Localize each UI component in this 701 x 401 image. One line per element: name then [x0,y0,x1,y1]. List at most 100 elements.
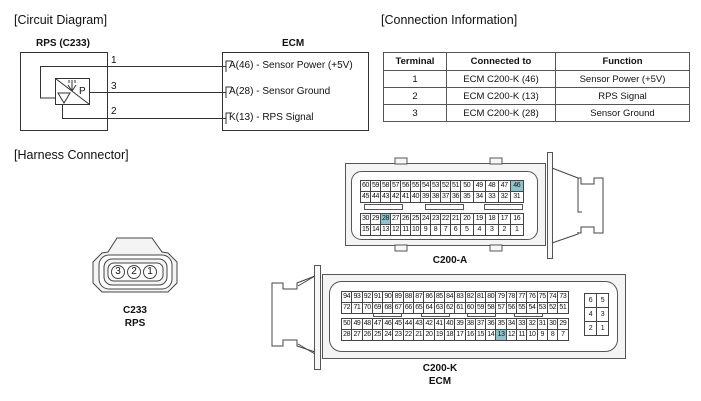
connector-pin: 73 [558,292,569,303]
connector-pin: 39 [455,319,466,330]
wire-pin-label: 2 [111,106,117,117]
connection-info-title: [Connection Information] [381,13,518,27]
connector-pin: 4 [473,225,486,236]
connector-pin: 5 [597,294,609,308]
connector-pin: 27 [391,214,401,225]
ecm-component-label: ECM [282,38,305,49]
connector-pin: 83 [455,292,466,303]
connector-pin: 59 [475,303,487,314]
connector-pin: 31 [511,192,524,203]
connector-pin: 9 [421,225,431,236]
connector-pin: 42 [391,192,401,203]
connector-pin: 13 [496,330,507,341]
connector-pin: 12 [506,330,518,341]
connector-pin: 40 [411,192,421,203]
connector-pin: 8 [431,225,441,236]
c233-pin-label: 3 [115,266,121,277]
connector-pin: 21 [414,330,425,341]
connector-pin: 16 [465,330,476,341]
connector-pin: 44 [403,319,415,330]
connector-pin: 49 [473,181,486,192]
table-row: 1 ECM C200-K (46) Sensor Power (+5V) [383,70,690,88]
connector-pin: 9 [537,330,548,341]
c233-pin-label: 2 [131,266,137,277]
connector-pin: 58 [381,181,391,192]
c233-label: C233 [123,305,147,316]
connector-pin: 23 [393,330,404,341]
ecm-terminal-label: K(13) - RPS Signal [229,112,314,123]
connector-pin: 26 [401,214,411,225]
connector-pin: 82 [465,292,476,303]
connector-pin: 43 [414,319,425,330]
connector-pin: 48 [362,319,373,330]
connector-pin: 38 [465,319,476,330]
connector-pin: 85 [434,292,445,303]
connector-pin: 28 [342,330,353,341]
c233-pin-2 [127,265,141,279]
connector-pin: 51 [558,303,569,314]
sensor-symbol [55,78,90,105]
connector-pin: 35 [496,319,507,330]
connector-pin: 60 [465,303,476,314]
connector-pin: 44 [371,192,381,203]
connector-pin: 91 [372,292,384,303]
wire-pin-label: 3 [111,81,117,92]
connector-pin: 7 [441,225,451,236]
connector-pin: 17 [455,330,466,341]
connector-pin: 32 [527,319,538,330]
connector-pin: 55 [411,181,421,192]
connector-pin: 34 [473,192,486,203]
connection-table: Terminal Connected to Function 1 ECM C20… [383,52,690,122]
connector-pin: 78 [506,292,518,303]
connector-pin: 37 [475,319,487,330]
circuit-diagram-title: [Circuit Diagram] [14,13,108,27]
sensor-p-label: P [79,86,86,97]
connector-pin: 50 [461,181,474,192]
rps-component-label: RPS (C233) [36,38,90,49]
table-row: 3 ECM C200-K (28) Sensor Ground [383,104,690,122]
connector-pin: 2 [585,322,597,336]
connector-pin: 1 [597,322,609,336]
connector-pin: 69 [372,303,384,314]
connector-pin: 46 [383,319,394,330]
c233-pin-3 [111,265,125,279]
connector-pin: 14 [486,330,497,341]
connector-pin: 77 [517,292,528,303]
connector-pin: 60 [361,181,371,192]
c200k-sublabel: ECM [428,376,452,387]
connector-pin: 70 [362,303,373,314]
connector-pin: 7 [558,330,569,341]
connector-pin: 93 [352,292,363,303]
c200k-label: C200-K [422,363,458,374]
connector-pin: 20 [461,214,474,225]
connector-pin: 47 [498,181,511,192]
connector-pin: 56 [506,303,518,314]
connector-pin: 42 [424,319,435,330]
connector-pin: 35 [461,192,474,203]
connector-pin: 1 [511,225,524,236]
connector-pin: 67 [393,303,404,314]
connector-pin: 25 [372,330,384,341]
connector-pin: 39 [421,192,431,203]
connector-pin: 24 [383,330,394,341]
connector-pin: 80 [486,292,497,303]
wire-pin-label: 1 [111,55,117,66]
connector-pin: 33 [486,192,499,203]
connector-pin: 61 [455,303,466,314]
connector-pin: 2 [498,225,511,236]
connector-pin: 11 [401,225,411,236]
connector-pin: 6 [585,294,597,308]
connector-pin: 81 [475,292,487,303]
cell-function: Sensor Ground [555,104,690,122]
c233-sublabel: RPS [124,318,146,329]
connector-pin: 86 [424,292,435,303]
connector-pin: 94 [342,292,353,303]
connector-pin: 13 [381,225,391,236]
connector-pin: 29 [558,319,569,330]
wire-2 [62,104,226,119]
connector-pin: 54 [421,181,431,192]
